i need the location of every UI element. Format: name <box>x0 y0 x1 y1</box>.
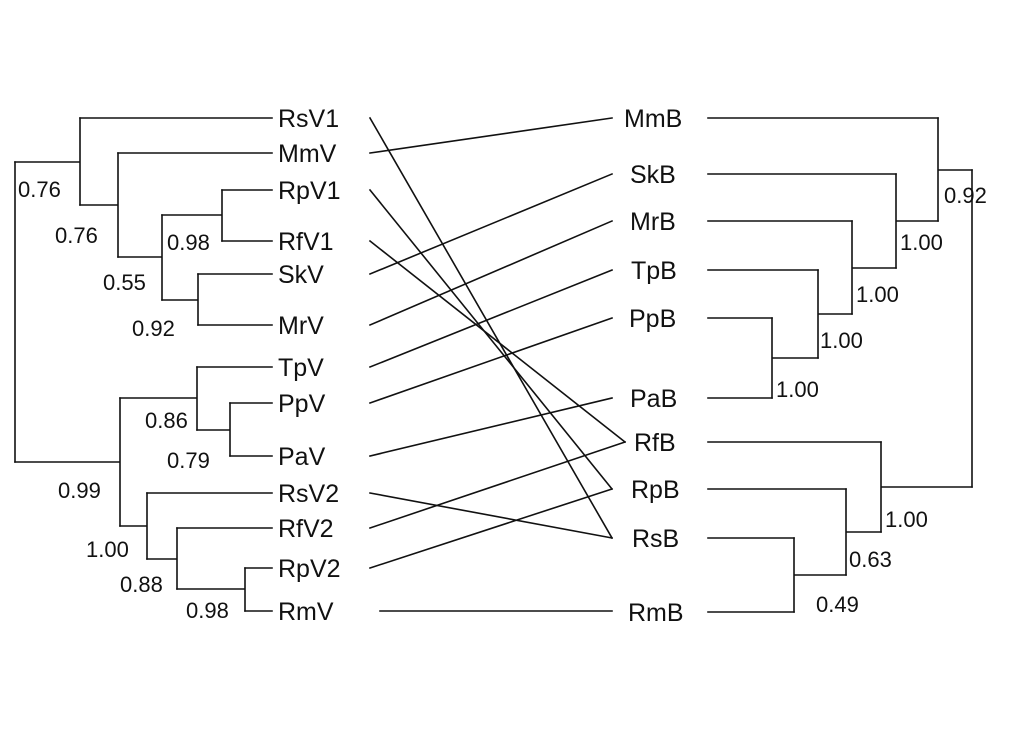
association-line <box>369 397 613 457</box>
support-value: 1.00 <box>856 282 899 307</box>
support-value: 0.49 <box>816 592 859 617</box>
association-line <box>368 440 627 530</box>
taxon-label: RmB <box>628 599 684 627</box>
node-mmb-clade <box>937 117 973 222</box>
taxon-label: RsV2 <box>278 480 339 508</box>
node-mrb-clade <box>851 220 897 315</box>
support-value: 0.92 <box>944 183 987 208</box>
taxon-label: SkB <box>630 161 676 189</box>
node-rfv2-clade <box>146 527 178 590</box>
support-value: 0.86 <box>145 408 188 433</box>
taxon-label: RfV1 <box>278 228 334 256</box>
association-line <box>368 188 614 491</box>
node-rsv2-clade <box>119 492 148 560</box>
node-rpb-clade <box>845 488 882 576</box>
node-ppv-pav <box>196 402 231 457</box>
support-value: 0.92 <box>132 316 175 341</box>
association-line <box>368 487 614 570</box>
taxon-label: RsB <box>632 525 679 553</box>
taxon-label: RpV1 <box>278 177 341 205</box>
node-skv-mrv <box>161 273 199 326</box>
taxon-label: PaB <box>630 385 677 413</box>
node-tpb-clade <box>817 269 853 359</box>
node-rpv1-rfv1 <box>161 189 223 242</box>
support-value: 0.98 <box>167 230 210 255</box>
support-value: 0.63 <box>849 547 892 572</box>
support-value: 0.76 <box>55 223 98 248</box>
taxon-label: MrB <box>630 208 676 236</box>
node-rfb-clade <box>880 441 973 533</box>
taxon-label: RfB <box>634 429 676 457</box>
support-value: 1.00 <box>900 230 943 255</box>
association-line <box>368 239 627 444</box>
association-line <box>368 116 614 540</box>
taxon-label: MmB <box>624 105 682 133</box>
node-lower-clade <box>14 397 121 527</box>
support-value: 0.55 <box>103 270 146 295</box>
association-line <box>369 492 613 539</box>
association-lines <box>368 116 627 612</box>
taxon-label: PaV <box>278 443 326 471</box>
node-skb-clade <box>895 173 939 269</box>
support-value: 1.00 <box>86 537 129 562</box>
association-line <box>368 172 614 276</box>
left-tree-support-values: 0.76 0.76 0.98 0.55 0.92 0.86 0.79 0.99 … <box>18 177 229 623</box>
taxon-label: RfV2 <box>278 515 334 543</box>
node-rpv2-rmv <box>176 567 246 612</box>
taxon-label: PpB <box>629 305 676 333</box>
support-value: 1.00 <box>885 507 928 532</box>
node-clade-c <box>14 117 81 206</box>
right-tree-support-values: 0.92 1.00 1.00 1.00 1.00 1.00 0.63 0.49 <box>776 183 987 617</box>
node-ppb-pab <box>771 317 819 399</box>
right-tree-labels: MmB SkB MrB TpB PpB PaB RfB RpB RsB RmB <box>624 105 684 627</box>
taxon-label: RmV <box>278 598 334 626</box>
support-value: 0.76 <box>18 177 61 202</box>
left-tree-labels: RsV1 MmV RpV1 RfV1 SkV MrV TpV PpV PaV R… <box>278 105 341 626</box>
taxon-label: TpB <box>631 257 677 285</box>
association-line <box>368 268 614 369</box>
node-tpv-clade <box>119 366 198 431</box>
taxon-label: MmV <box>278 140 337 168</box>
support-value: 0.98 <box>186 598 229 623</box>
taxon-label: RpV2 <box>278 555 341 583</box>
taxon-label: RpB <box>631 476 680 504</box>
taxon-label: TpV <box>278 354 324 382</box>
association-line <box>369 117 613 154</box>
taxon-label: MrV <box>278 312 324 340</box>
node-clade-b <box>79 152 119 258</box>
support-value: 1.00 <box>776 377 819 402</box>
support-value: 1.00 <box>820 328 863 353</box>
node-clade-a <box>117 214 163 301</box>
taxon-label: PpV <box>278 390 326 418</box>
taxon-label: SkV <box>278 261 324 289</box>
node-rsb-rmb <box>793 537 847 613</box>
support-value: 0.79 <box>167 448 210 473</box>
support-value: 0.88 <box>120 572 163 597</box>
taxon-label: RsV1 <box>278 105 339 133</box>
association-line <box>368 316 614 405</box>
right-tree-branches <box>707 117 973 613</box>
support-value: 0.99 <box>58 478 101 503</box>
association-line <box>368 219 614 327</box>
left-tree-branches <box>14 117 273 612</box>
